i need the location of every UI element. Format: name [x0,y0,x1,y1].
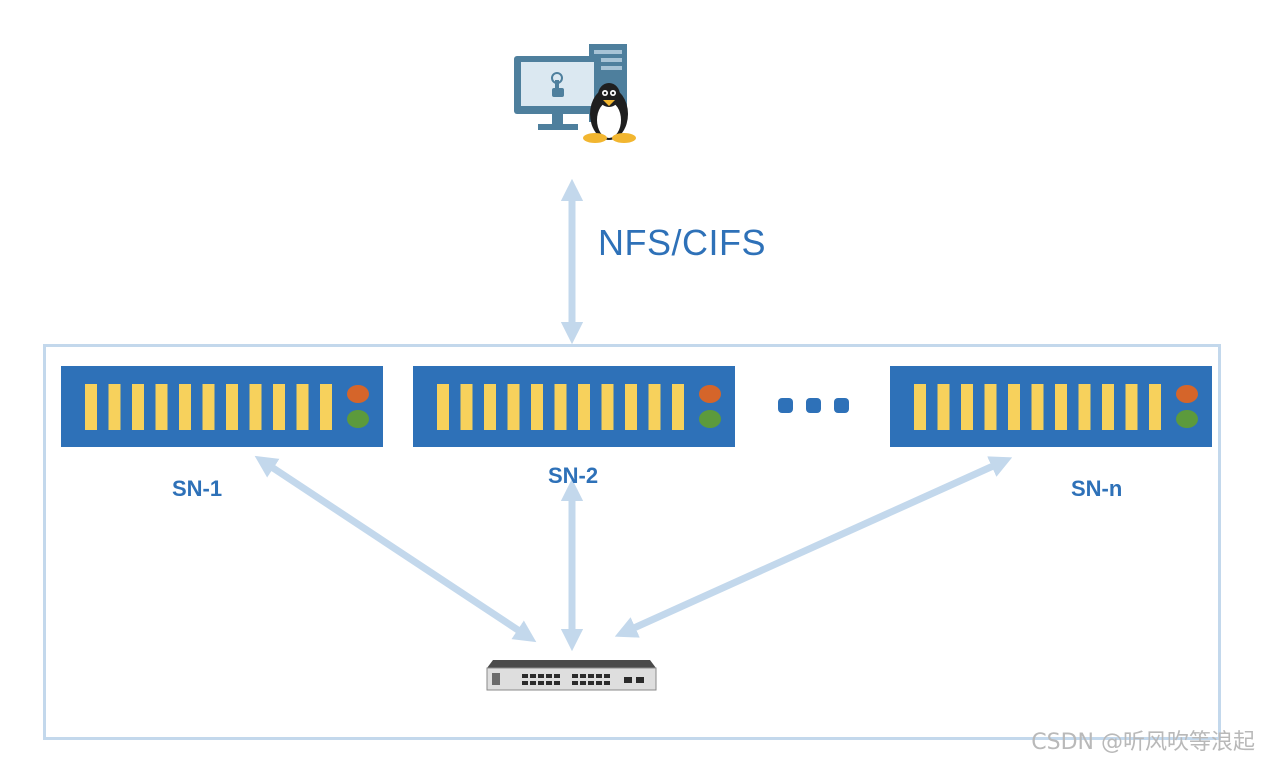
drive-slot [108,384,121,430]
drive-slot [296,384,309,430]
status-led-orange [1176,385,1198,403]
linux-workstation-icon [514,44,636,143]
drive-slot [273,384,285,430]
drive-slot [578,384,590,430]
switch-to-sn1-arrow [254,455,537,643]
status-led-orange [699,385,721,403]
drive-slot [672,384,684,430]
drive-slot [914,384,926,430]
drive-slot [507,384,520,430]
switch-to-snn-arrow [614,456,1013,638]
drive-slot [961,384,973,430]
drive-slot [1102,384,1114,430]
drive-slot [601,384,614,430]
watermark: CSDN @听风吹等浪起 [1031,730,1255,755]
node-label-sn1: SN-1 [172,476,223,501]
node-label-sn2: SN-2 [548,463,599,488]
storage-node-sn1 [61,366,383,447]
drive-slot [937,384,950,430]
status-led-orange [347,385,369,403]
drive-slot [554,384,567,430]
drive-slot [202,384,215,430]
drive-slot [984,384,997,430]
drive-slot [1008,384,1020,430]
drive-slot [1149,384,1161,430]
drive-slot [625,384,637,430]
protocol-label: NFS/CIFS [598,222,767,263]
node-label-snn: SN-n [1071,476,1123,501]
drive-slot [155,384,168,430]
status-led-green [1176,410,1198,428]
drive-slot [249,384,262,430]
drive-slot [1125,384,1138,430]
drive-slot [531,384,543,430]
cluster-boundary [43,344,1221,740]
status-led-green [347,410,369,428]
drive-slot [1055,384,1067,430]
drive-slot [437,384,449,430]
ellipsis-dots [778,398,849,413]
network-switch-icon [486,660,657,691]
drive-slot [648,384,661,430]
drive-slot [320,384,332,430]
drive-slot [179,384,191,430]
drive-slot [1031,384,1044,430]
storage-node-sn2 [413,366,735,447]
drive-slot [226,384,238,430]
storage-node-snn [890,366,1212,447]
status-led-green [699,410,721,428]
drive-slot [132,384,144,430]
drive-slot [1078,384,1091,430]
drive-slot [85,384,97,430]
drive-slot [484,384,496,430]
drive-slot [460,384,473,430]
